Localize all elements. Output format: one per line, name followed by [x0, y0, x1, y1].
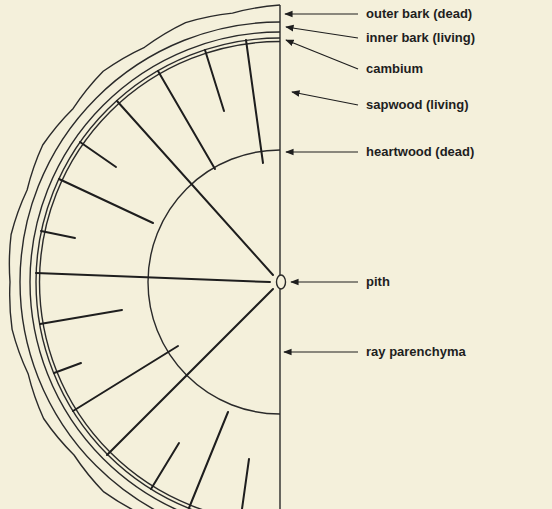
- ray-lines: [36, 40, 273, 509]
- part-label: outer bark (dead): [366, 7, 472, 21]
- center-line: [279, 5, 280, 509]
- leader-arrows: [284, 14, 358, 352]
- pith-mark: [277, 275, 286, 289]
- part-label: inner bark (living): [366, 31, 475, 45]
- bark-boundary: [20, 22, 280, 509]
- part-label: ray parenchyma: [366, 345, 466, 359]
- outer-bark-outline: [9, 5, 280, 509]
- cambium-line: [36, 38, 280, 509]
- part-label: heartwood (dead): [366, 145, 474, 159]
- part-label: cambium: [366, 62, 423, 76]
- inner-bark-boundary: [30, 32, 280, 509]
- part-label: pith: [366, 275, 390, 289]
- part-label: sapwood (living): [366, 98, 469, 112]
